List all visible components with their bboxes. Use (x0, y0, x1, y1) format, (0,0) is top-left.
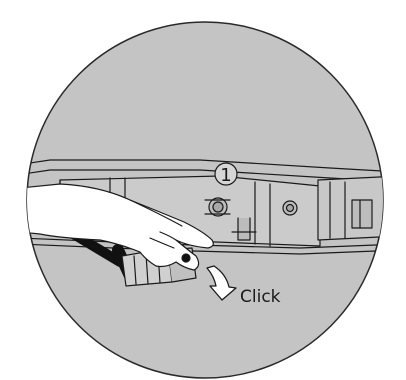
rail-bracket-right (317, 175, 383, 241)
connector-port-right (282, 200, 298, 216)
step-marker: 1 (214, 162, 238, 186)
click-arrow-icon (206, 265, 237, 301)
hand-illustration (27, 183, 214, 271)
connector-port-left (204, 197, 231, 217)
click-label: Click (240, 287, 281, 307)
click-callout: Click (206, 265, 281, 307)
step-number: 1 (220, 165, 231, 186)
